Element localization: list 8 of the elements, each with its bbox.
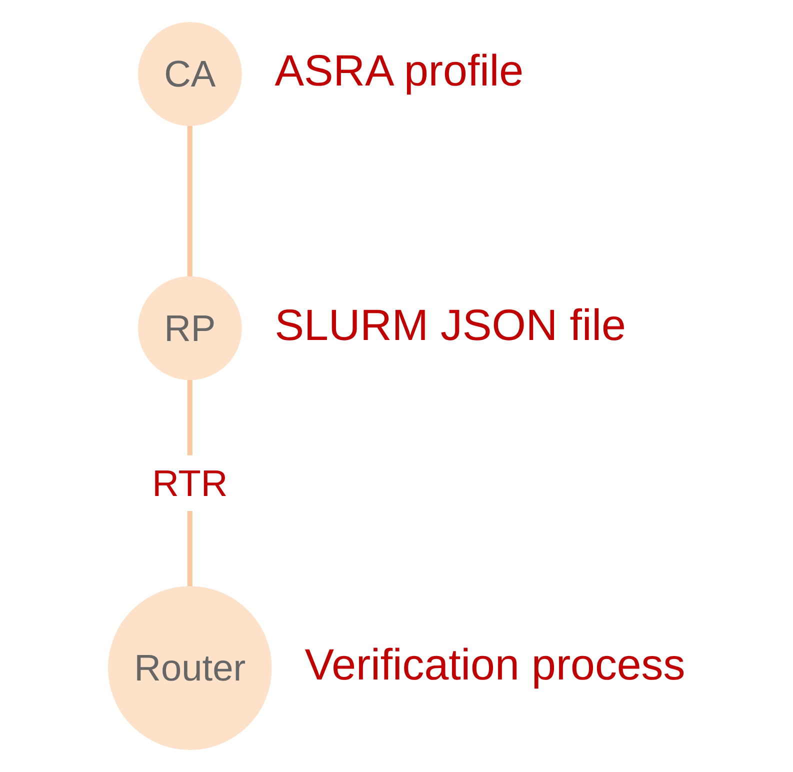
node-caption: Verification process xyxy=(304,640,685,690)
node-caption: SLURM JSON file xyxy=(274,300,626,350)
edge-label: RTR xyxy=(152,462,228,504)
node-circle: CA xyxy=(137,22,242,126)
node-caption: ASRA profile xyxy=(274,46,524,96)
node-circle: RP xyxy=(137,276,242,380)
node-circle: Router xyxy=(108,586,272,750)
connector xyxy=(186,125,192,278)
